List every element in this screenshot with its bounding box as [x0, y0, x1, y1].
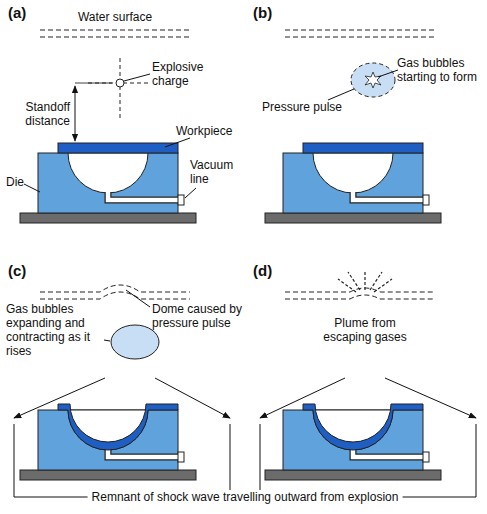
leader-line — [24, 184, 40, 192]
part-label: Workpiece — [176, 124, 256, 138]
standoff-arrow — [75, 86, 76, 141]
bracket — [14, 424, 476, 497]
water-label: Water surface — [55, 10, 175, 24]
water-line — [285, 37, 435, 38]
water-line — [40, 292, 190, 299]
part-label: Die — [6, 175, 36, 189]
part-label: Pressure pulse — [262, 100, 352, 114]
gas-bubble — [111, 325, 159, 359]
extension-line — [75, 83, 112, 84]
part-label: Explosive charge — [152, 60, 232, 88]
part-label: Plume from escaping gases — [318, 316, 412, 344]
part-label: Gas bubbles expanding and contracting as… — [6, 302, 102, 358]
part-label: Dome caused by pressure pulse — [152, 302, 244, 330]
leader-line — [165, 138, 190, 147]
leader-line — [126, 290, 150, 307]
part-label: Vacuum line — [190, 158, 240, 186]
water-line — [40, 285, 190, 292]
water-line — [285, 295, 435, 299]
leader-line — [104, 340, 110, 341]
die-assembly — [265, 143, 441, 223]
die-assembly — [20, 143, 196, 223]
plume — [338, 270, 392, 292]
water-line — [40, 30, 190, 31]
water-line — [285, 30, 435, 31]
leader-line — [378, 70, 398, 77]
crosshair — [120, 58, 121, 118]
panel-letter: (c) — [8, 262, 48, 280]
die-assembly — [20, 404, 196, 480]
panel-d — [260, 270, 476, 480]
panel-letter: (d) — [253, 262, 293, 280]
leader-line — [185, 188, 196, 198]
leader-line — [124, 74, 150, 81]
dimension-label: Standoff distance — [4, 100, 70, 128]
die-assembly — [265, 404, 441, 480]
part-label: Gas bubbles starting to form — [397, 56, 485, 84]
explosive-charge — [116, 79, 124, 87]
shock-wave-label: Remnant of shock wave travelling outward… — [88, 490, 403, 504]
panel-letter: (a) — [8, 4, 48, 22]
water-line — [40, 37, 190, 38]
burst-symbol — [365, 72, 381, 88]
panel-letter: (b) — [253, 4, 293, 22]
gas-bubble — [351, 63, 395, 97]
leader-line — [328, 89, 354, 100]
